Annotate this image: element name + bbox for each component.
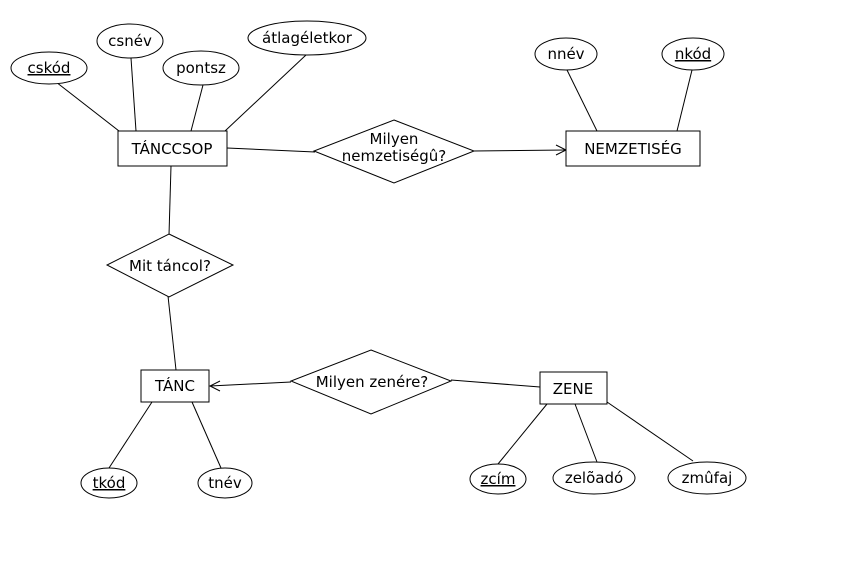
attribute-ellipse [469,463,527,495]
line-rel2-tanc [167,295,177,371]
attribute-label: nnév [547,45,584,63]
relationship-milyen-zenere: Milyen zenére? [289,349,453,415]
attribute-ellipse [552,461,636,495]
attribute-pontsz: pontsz [162,50,240,86]
attribute-label: zmûfaj [682,469,733,487]
line-atlageletkor-tanccsop [224,54,307,132]
entity-label: TÁNC [154,376,195,395]
attribute-ellipse [247,20,367,56]
connectors [55,54,694,469]
arrowhead-tanc [208,380,221,392]
entity-zene: ZENE [539,371,608,405]
line-nnev-nemzetiseg [566,69,598,132]
line-zene-zcim [497,403,548,465]
relationship-label-line-1: Milyen [370,130,419,148]
attribute-zmufaj: zmûfaj [667,461,747,495]
line-zene-zmufaj [606,401,694,462]
entity-box [140,369,210,403]
attribute-label-key: nkód [675,45,711,63]
attribute-ellipse [661,37,725,71]
relationship-diamond [289,349,453,415]
relationship-diamond [312,119,476,184]
attribute-label: pontsz [176,59,226,77]
attribute-ellipse [80,467,138,499]
attribute-zeloado: zelõadó [552,461,636,495]
entity-box [117,130,228,167]
relationship-label: Milyen zenére? [316,373,429,391]
entity-label: NEMZETISÉG [584,139,682,158]
attribute-label: zelõadó [565,469,623,487]
line-tanccsop-rel1 [226,147,316,153]
attribute-ellipse [162,50,240,86]
attribute-label-key: tkód [93,474,126,492]
line-csnev-tanccsop [130,57,137,132]
attribute-ellipse [667,461,747,495]
attribute-tnev: tnév [197,467,253,499]
relationship-label-line-2: nemzetiségû? [342,147,447,165]
line-rel3-tanc [209,381,292,387]
attribute-ellipse [96,23,164,59]
line-tanc-tkod [108,401,153,469]
entity-label: ZENE [553,380,593,398]
attribute-label-key: cskód [28,59,71,77]
attribute-label: átlagéletkor [262,29,353,47]
line-tanccsop-rel2 [168,165,172,236]
entity-tanc: TÁNC [140,369,210,403]
line-cskod-tanccsop [55,81,120,132]
relationship-label: Mit táncol? [129,257,211,275]
entity-box [565,130,701,167]
relationship-milyen-nemzetisegu: Milyen nemzetiségû? [312,119,476,184]
line-rel1-nemzetiseg [472,149,567,152]
attribute-csnev: csnév [96,23,164,59]
attribute-ellipse [10,51,88,85]
line-nkod-nemzetiseg [676,69,693,132]
attribute-cskod: cskód [10,51,88,85]
attribute-ellipse [534,37,598,71]
attribute-tkod: tkód [80,467,138,499]
attribute-nnev: nnév [534,37,598,71]
attribute-nkod: nkód [661,37,725,71]
entity-tanccsop: TÁNCCSOP [117,130,228,167]
line-rel3-zene [450,379,541,388]
attribute-label-key: zcím [481,470,516,488]
attribute-label: csnév [108,32,152,50]
attribute-label: tnév [208,474,242,492]
attribute-ellipse [197,467,253,499]
relationship-diamond [105,233,235,298]
relationship-mit-tancol: Mit táncol? [105,233,235,298]
line-zene-zeloado [574,403,598,463]
line-tanc-tnev [191,401,222,469]
entity-label: TÁNCCSOP [131,139,213,158]
entity-nemzetiseg: NEMZETISÉG [565,130,701,167]
attribute-atlageletkor: átlagéletkor [247,20,367,56]
attribute-zcim: zcím [469,463,527,495]
line-pontsz-tanccsop [190,84,204,132]
entity-box [539,371,608,405]
